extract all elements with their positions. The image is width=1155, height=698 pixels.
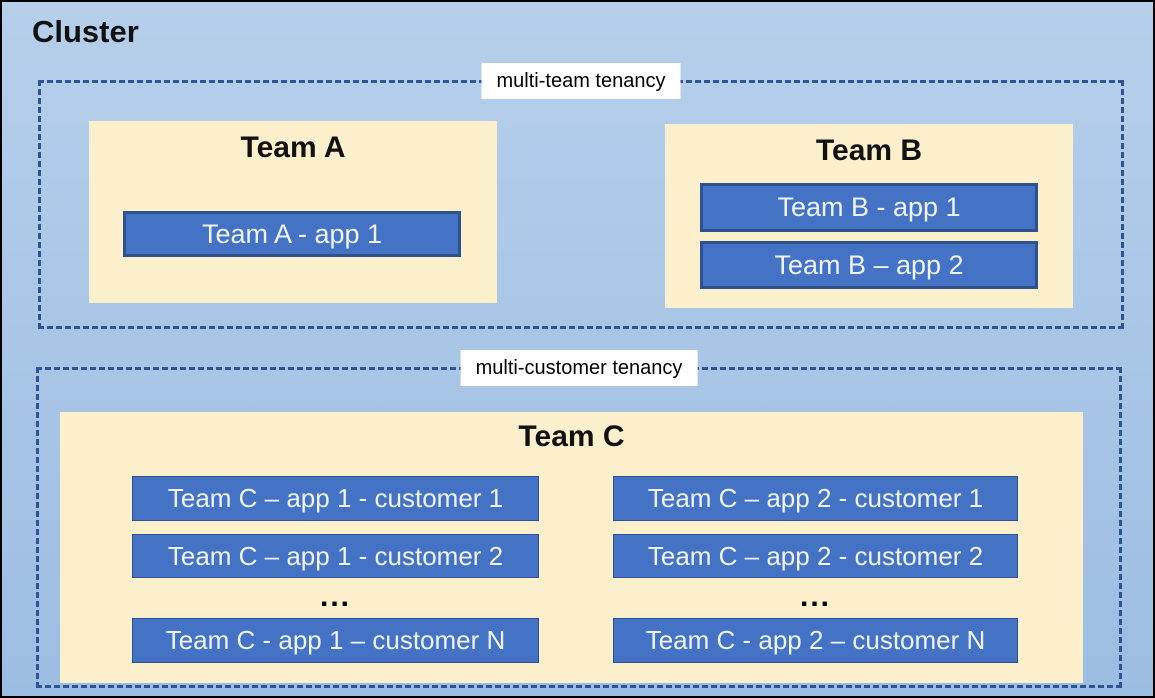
app-box-team-c-app1-customer2: Team C – app 1 - customer 2 xyxy=(132,534,539,578)
app-box-team-b-app-2: Team B – app 2 xyxy=(700,241,1038,289)
team-c-title: Team C xyxy=(518,420,625,453)
team-c-box: Team C Team C – app 1 - customer 1 Team … xyxy=(60,412,1083,683)
team-c-app1-ellipsis: ... xyxy=(319,580,351,613)
multi-team-tenancy-label: multi-team tenancy xyxy=(481,63,681,99)
multi-customer-tenancy-label: multi-customer tenancy xyxy=(460,350,698,386)
cluster-title: Cluster xyxy=(32,14,139,49)
app-box-team-a-app-1: Team A - app 1 xyxy=(123,211,461,257)
multi-customer-tenancy-group: multi-customer tenancy Team C Team C – a… xyxy=(36,350,1122,688)
team-c-app2-ellipsis: ... xyxy=(799,580,831,613)
multi-team-tenancy-group: multi-team tenancy Team A Team A - app 1… xyxy=(38,63,1124,329)
app-box-team-c-app1-customer1: Team C – app 1 - customer 1 xyxy=(132,476,539,521)
app-box-team-c-app2-customer2: Team C – app 2 - customer 2 xyxy=(613,534,1018,578)
team-b-box: Team B Team B - app 1 Team B – app 2 xyxy=(665,124,1073,308)
team-a-title: Team A xyxy=(240,131,346,164)
team-c-app1-column: Team C – app 1 - customer 1 Team C – app… xyxy=(132,412,539,683)
app-box-team-c-app2-customer1: Team C – app 2 - customer 1 xyxy=(613,476,1018,521)
app-box-team-c-app2-customerN: Team C - app 2 – customer N xyxy=(613,618,1018,663)
team-c-app2-column: Team C – app 2 - customer 1 Team C – app… xyxy=(613,412,1018,683)
app-box-team-c-app1-customerN: Team C - app 1 – customer N xyxy=(132,618,539,663)
app-box-team-b-app-1: Team B - app 1 xyxy=(700,183,1038,232)
team-a-box: Team A Team A - app 1 xyxy=(89,121,497,303)
team-b-title: Team B xyxy=(815,134,923,167)
